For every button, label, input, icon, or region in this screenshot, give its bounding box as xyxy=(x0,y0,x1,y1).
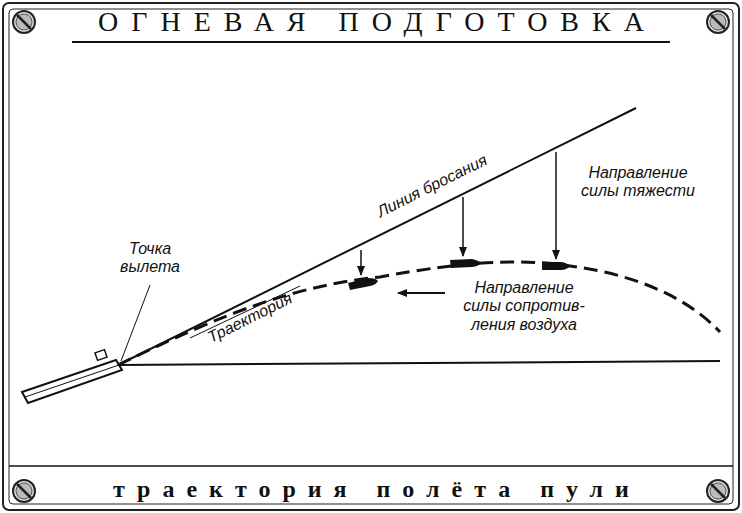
caption: траектория полёта пули xyxy=(113,477,641,501)
frame xyxy=(3,3,739,510)
corner-screw xyxy=(707,480,729,502)
title: ОГНЕВАЯ ПОДГОТОВКА xyxy=(98,8,657,36)
frame xyxy=(9,9,733,504)
line-of-throw xyxy=(118,108,636,365)
gravity-arrow xyxy=(462,197,464,256)
leader-line xyxy=(121,285,150,361)
air-resistance-arrow xyxy=(398,292,445,294)
bullet-trajectory xyxy=(118,262,720,365)
gravity-arrow xyxy=(360,250,362,275)
caption-rule xyxy=(9,465,733,467)
air-resistance-label: Направление силы сопротив- ления воздуха xyxy=(454,279,594,334)
corner-screw xyxy=(13,480,35,502)
muzzle-point-label: Точка вылета xyxy=(110,240,190,277)
gravity-arrow xyxy=(555,152,557,259)
rifle-barrel xyxy=(22,350,122,403)
line-of-throw-label: Линия бросания xyxy=(374,151,490,221)
title-rule xyxy=(72,41,670,43)
corner-screw xyxy=(13,11,35,33)
gravity-label: Направление силы тяжести xyxy=(568,164,708,201)
muzzle-horizon xyxy=(118,361,720,365)
corner-screw xyxy=(707,11,729,33)
